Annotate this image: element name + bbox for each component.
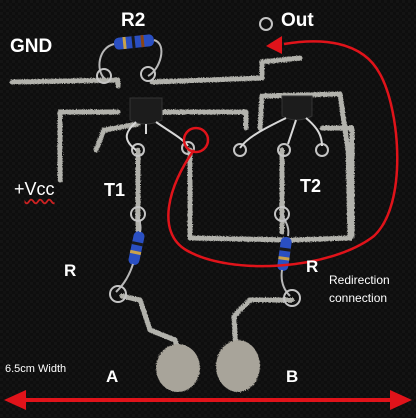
- trace-left-base: [93, 121, 141, 153]
- label-redirection-line2: connection: [329, 291, 388, 305]
- trace-mid-h: [149, 109, 249, 131]
- label-vcc-plus: +: [14, 179, 25, 199]
- pad-a: [156, 344, 200, 392]
- conductive-traces: [9, 55, 355, 353]
- width-arrow: [4, 390, 412, 410]
- label-r2: R2: [121, 10, 146, 31]
- resistor-r-left: [115, 213, 145, 293]
- trace-top-bar: [149, 55, 303, 85]
- redirection-annotation: [167, 36, 399, 268]
- label-pad-a: A: [106, 367, 119, 386]
- label-r-left: R: [64, 261, 77, 280]
- label-out: Out: [281, 10, 314, 31]
- resistor-r2: [98, 34, 163, 79]
- redirection-circle: [182, 126, 210, 154]
- label-gnd: GND: [10, 36, 53, 57]
- label-t1: T1: [104, 180, 126, 200]
- label-vcc-text: Vcc: [24, 179, 55, 199]
- label-redirection-line1: Redirection: [329, 273, 390, 287]
- trace-right-bottom: [231, 297, 295, 353]
- redirection-arrow-path: [167, 40, 399, 268]
- label-t2: T2: [300, 176, 322, 196]
- trace-top-left-loop: [9, 77, 121, 89]
- label-vcc: +Vcc: [14, 180, 55, 198]
- transistor-t1: [125, 97, 189, 151]
- trace-right-loop: [187, 91, 353, 243]
- resistor-r-right: [277, 213, 292, 297]
- trace-left-bottom: [119, 293, 181, 353]
- label-width: 6.5cm Width: [5, 363, 67, 375]
- label-r-right: R: [306, 257, 319, 276]
- pad-b: [216, 340, 260, 392]
- trace-right-lower: [319, 125, 355, 239]
- pads: [156, 340, 260, 392]
- wire-coils: [96, 17, 329, 307]
- transistor-t2: [239, 95, 323, 149]
- label-pad-b: B: [286, 367, 299, 386]
- redirection-arrowhead: [266, 36, 282, 54]
